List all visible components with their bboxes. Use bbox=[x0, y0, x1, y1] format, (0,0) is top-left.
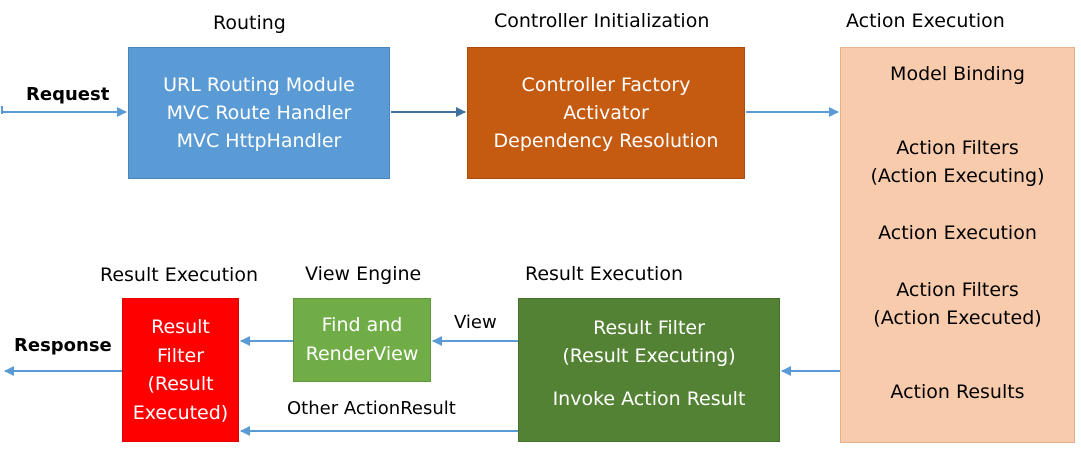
controller-line: Activator bbox=[563, 102, 649, 124]
controller-heading: Controller Initialization bbox=[494, 10, 710, 32]
final-result-box: Result Filter (Result Executed) bbox=[122, 298, 239, 442]
other-action-result-label: Other ActionResult bbox=[287, 398, 456, 419]
controller-line: Controller Factory bbox=[521, 74, 691, 96]
routing-line: MVC HttpHandler bbox=[176, 130, 342, 152]
final-result-line: (Result bbox=[147, 373, 214, 395]
final-result-line: Filter bbox=[156, 344, 205, 367]
result-filter-line: Result Filter bbox=[593, 317, 705, 339]
view-engine-line: RenderView bbox=[305, 343, 419, 365]
view-engine-heading: View Engine bbox=[305, 263, 422, 285]
view-engine-box: Find and RenderView bbox=[293, 298, 431, 382]
invoke-action-result-line: Invoke Action Result bbox=[552, 388, 746, 410]
action-filters-item: Action Filters bbox=[896, 137, 1019, 159]
action-execution-item: Action Execution bbox=[878, 222, 1037, 244]
final-result-heading: Result Execution bbox=[100, 264, 258, 286]
routing-box: URL Routing Module MVC Route Handler MVC… bbox=[128, 47, 390, 179]
action-filters-item: Action Filters bbox=[896, 279, 1019, 301]
result-execution-box: Result Filter (Result Executing) Invoke … bbox=[518, 298, 780, 442]
action-results-item: Action Results bbox=[890, 381, 1025, 403]
view-engine-line: Find and bbox=[321, 314, 403, 336]
routing-line: MVC Route Handler bbox=[166, 102, 352, 124]
action-execution-box: Model Binding Action Filters (Action Exe… bbox=[840, 47, 1075, 443]
action-executed-item: (Action Executed) bbox=[873, 307, 1042, 329]
action-executing-item: (Action Executing) bbox=[870, 165, 1045, 187]
model-binding-item: Model Binding bbox=[890, 63, 1025, 85]
controller-line: Dependency Resolution bbox=[493, 130, 719, 152]
controller-box: Controller Factory Activator Dependency … bbox=[467, 47, 745, 179]
result-heading: Result Execution bbox=[525, 263, 683, 285]
final-result-line: Result bbox=[151, 316, 210, 338]
request-label: Request bbox=[26, 84, 110, 105]
routing-heading: Routing bbox=[213, 12, 286, 34]
routing-line: URL Routing Module bbox=[163, 74, 355, 96]
result-executing-line: (Result Executing) bbox=[562, 345, 736, 367]
view-label: View bbox=[454, 312, 497, 333]
response-label: Response bbox=[14, 335, 112, 356]
action-heading: Action Execution bbox=[846, 10, 1005, 32]
final-result-line: Executed) bbox=[132, 401, 229, 424]
